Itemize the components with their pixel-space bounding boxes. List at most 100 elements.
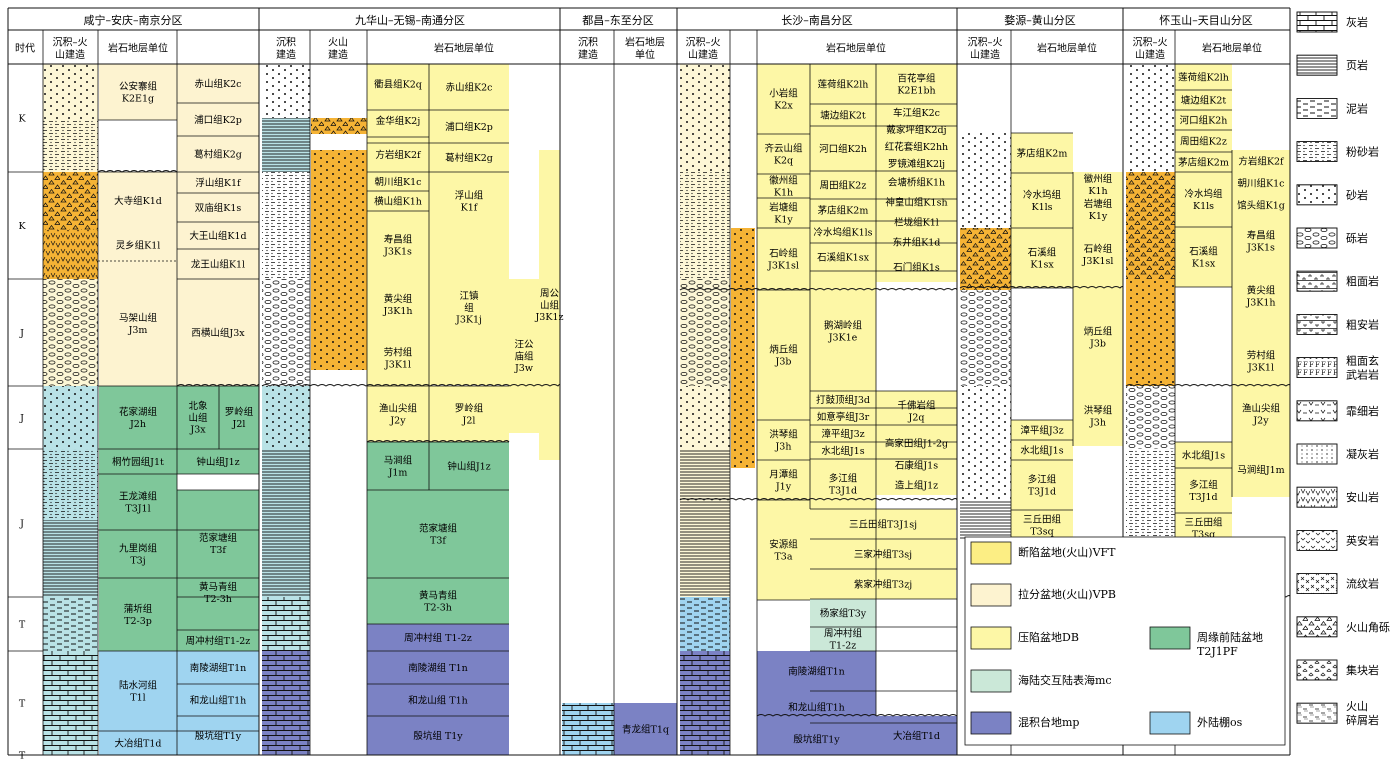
unit-label-xn_right-9-line: J2l	[232, 419, 246, 430]
unit-label-cs_right-11-line: 高家田组J1-2g	[885, 437, 948, 449]
unit-label-cs_right-8-line: 东井组K1d	[893, 236, 941, 248]
unit-label-cs_left-7-line: J1y	[775, 481, 792, 492]
unit-label-hy_right-3-line: 寿昌组	[1247, 229, 1276, 241]
subheader-units-cs-line: 岩石地层单位	[826, 42, 886, 55]
unit-jh_left-3	[367, 172, 429, 191]
unit-label-wy_right-2-line: J3K1sl	[1082, 256, 1114, 267]
unit-label-xn_left-1: 大寺组K1d	[114, 195, 162, 207]
unit-label-jh_right-6-line: 山组	[540, 299, 560, 311]
lith-swatch-limestone	[1296, 11, 1338, 33]
xn-column-0	[43, 64, 98, 120]
unit-label-wy_right-1-line: K1y	[1089, 211, 1108, 222]
unit-xn_right-12	[177, 555, 259, 630]
unit-cs_mid-0	[810, 64, 876, 104]
lith-label: 火山	[1346, 700, 1368, 713]
unit-cs_left-11	[757, 723, 876, 755]
unit-xn_left-1	[99, 172, 177, 229]
basin-swatch-5	[970, 711, 1012, 735]
lith-label: 灰岩	[1346, 15, 1368, 29]
unit-label-jh_left-0: 衢县组K2q	[374, 78, 422, 90]
lith-swatch-trachyandesite	[1296, 313, 1338, 335]
unit-label-xn_right-15-line: 和龙山组T1h	[190, 694, 247, 706]
unit-label-xn_left-4-line: J2h	[129, 419, 146, 430]
unit-label-cs_right-7-line: 栏垅组K1l	[894, 216, 939, 228]
unconformity-5	[679, 498, 958, 501]
unit-xn_right-4	[177, 193, 259, 222]
unit-label-hy_left-4-line: 茅店组K2m	[1178, 156, 1229, 168]
unit-label-jh_left-7-line: 劳村组	[384, 346, 413, 358]
unconformity-0	[97, 170, 178, 173]
unit-xn_right-9	[219, 386, 259, 449]
basin-swatch-2	[970, 626, 1012, 650]
unit-cs_right-6	[876, 192, 957, 212]
lith-swatch-dacite	[1296, 530, 1338, 551]
jh-column-0	[262, 64, 310, 118]
unit-hy_left-2	[1175, 110, 1232, 130]
unit-label-hy_left-6: 石溪组K1sx	[1189, 245, 1218, 269]
unit-xn_left-0	[99, 64, 177, 120]
unit-xn_left-7	[99, 530, 177, 578]
unit-hy_left-1	[1175, 90, 1232, 110]
xn-column-1	[43, 120, 98, 172]
unit-label-cs_left-2-line: 徽州组	[769, 174, 798, 186]
unit-label-cs_right-2-line: 戴家坪组K2dj	[886, 124, 946, 136]
unit-label-jh_left-14: 和龙山组 T1h	[408, 694, 468, 706]
unit-cs_mid-9	[810, 408, 876, 425]
unit-jh_left-13	[367, 651, 509, 684]
subheader-era-line: 时代	[15, 43, 35, 55]
unconformity-7	[1125, 384, 1291, 387]
unit-label-jh_left-12: 周冲村组 T1-2z	[404, 632, 472, 644]
unit-label-jh_right-3-line: 浮山组	[455, 189, 484, 201]
unit-label-jh_right-6-line: 周公	[540, 288, 560, 299]
unit-label-cs_mid-0-line: 莲荷组K2lh	[818, 78, 869, 90]
unit-cs_mid-4	[810, 199, 876, 221]
unit-jh_left-10	[367, 490, 509, 578]
unit-label-wy_left-2-line: 石溪组	[1028, 246, 1057, 258]
subheader-units-xn-line: 岩石地层单位	[108, 42, 168, 55]
jh-column-5	[262, 449, 310, 597]
unit-label-cs_mid-1-line: 塘边组K2t	[820, 109, 866, 121]
unit-xn_left-8	[99, 578, 177, 651]
lith-swatch-tuff	[1296, 443, 1338, 465]
era-label: K	[18, 221, 26, 232]
unit-label-hy_left-2-line: 河口组K2h	[1180, 114, 1228, 126]
unit-xn_right-3	[177, 172, 259, 193]
unit-label-xn_right-14-line: 南陵湖组T1n	[190, 662, 247, 674]
unit-hy_left-5	[1175, 172, 1232, 227]
unit-hy_left-0	[1175, 64, 1232, 90]
unit-label-cs_mid-12-line: 多江组	[829, 472, 858, 484]
region-title: 九华山–无锡–南通分区	[355, 13, 465, 27]
unit-label-xn_right-3-line: 浮山组K1f	[195, 177, 242, 189]
subheader-sed-volc-hy-line: 沉积–火	[1133, 35, 1168, 48]
unit-cs_right-10	[876, 391, 957, 431]
unit-wy_left-0	[1011, 133, 1073, 173]
unit-xn_right-13	[177, 630, 259, 651]
era-label-line: K	[18, 221, 26, 232]
unit-label-xn_left-4-line: 花家湖组	[119, 406, 158, 418]
unit-jh_right-8	[429, 442, 509, 490]
unit-label-cs_left-0-line: K2x	[774, 100, 793, 111]
unit-label-wy_left-0: 茅店组K2m	[1017, 147, 1068, 159]
unit-label-wy_right-0-line: K1h	[1088, 186, 1107, 197]
unit-label-xn_left-10-line: 大冶组T1d	[115, 737, 162, 749]
unit-wy_left-2	[1011, 228, 1073, 288]
unit-label-xn_left-0-line: 公安寨组	[119, 80, 158, 92]
unit-label-hy_left-3: 周田组K2z	[1180, 135, 1227, 147]
unit-xn_left-10	[99, 731, 177, 755]
unit-cs_right-9	[876, 252, 957, 282]
unit-dc-0	[614, 703, 677, 755]
lith-label: 砂岩	[1346, 188, 1368, 202]
unit-label-xn_right-8-line: J3x	[189, 425, 206, 436]
unit-label-jh_left-3-line: 朝川组K1c	[375, 176, 422, 188]
unit-label-cs_mid-4-line: 茅店组K2m	[818, 204, 869, 216]
unit-label-cs_right-6-line: 神皇山组K1sh	[885, 196, 947, 208]
jh-breccia	[311, 118, 367, 134]
unit-label-wy_left-5-line: 多江组	[1028, 473, 1057, 485]
